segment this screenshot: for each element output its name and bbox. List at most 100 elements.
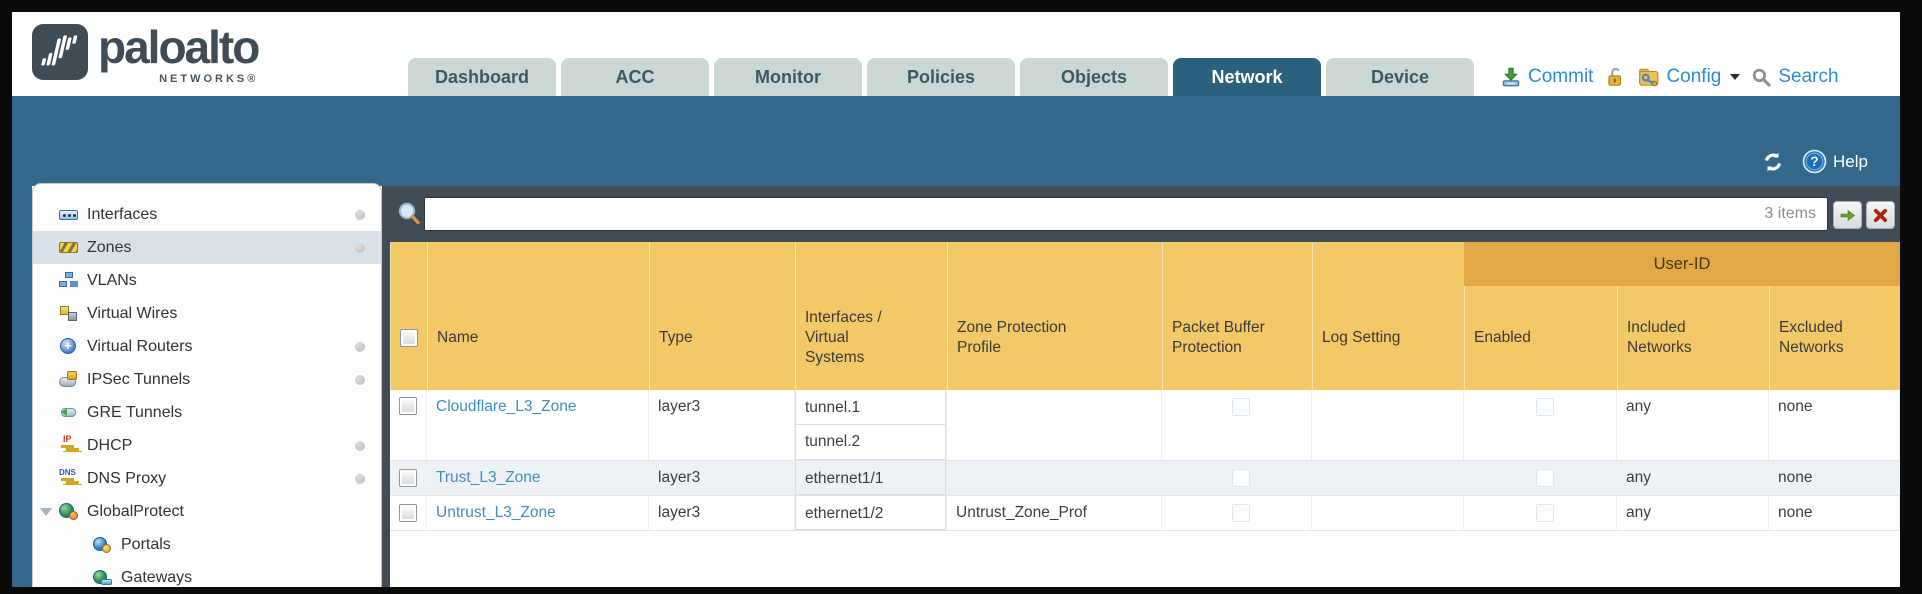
interface-entry: ethernet1/2 (795, 496, 946, 530)
packet-buffer-protection-cell (1162, 390, 1312, 460)
zone-protection-profile-cell (947, 461, 1162, 495)
column-header-name: Name (427, 242, 649, 390)
user-id-enabled-cell (1464, 390, 1617, 460)
zone-type: layer3 (658, 469, 701, 486)
included-networks-cell: any (1617, 496, 1769, 530)
zone-protection-profile-cell (947, 390, 1162, 460)
column-header-log-setting: Log Setting (1312, 242, 1464, 390)
brand-logo: paloalto NETWORKS® (32, 24, 260, 85)
search-label: Search (1778, 66, 1839, 87)
sidebar-item-label: Virtual Routers (87, 337, 193, 355)
sidebar-item-label: VLANs (87, 271, 137, 289)
zone-type: layer3 (658, 504, 701, 521)
clear-filter-button[interactable] (1866, 201, 1895, 229)
user-id-group-header: User-ID (1464, 242, 1900, 286)
sidebar-item-zones[interactable]: Zones (33, 231, 381, 264)
zone-name-link[interactable]: Cloudflare_L3_Zone (436, 398, 577, 415)
zone-name-link[interactable]: Untrust_L3_Zone (436, 504, 556, 521)
user-id-enabled-checkbox[interactable] (1535, 398, 1554, 416)
sidebar-item-portals[interactable]: Portals (33, 528, 381, 561)
zone-type-cell: layer3 (649, 390, 795, 460)
packet-buffer-checkbox[interactable] (1232, 398, 1250, 416)
filter-input[interactable] (424, 197, 1828, 231)
sidebar-item-globalprotect[interactable]: GlobalProtect (33, 495, 381, 528)
column-header-label: Interfaces / Virtual Systems (805, 308, 882, 367)
apply-filter-button[interactable] (1833, 201, 1862, 229)
zone-name-link[interactable]: Trust_L3_Zone (436, 469, 541, 486)
sidebar-item-label: Portals (121, 535, 171, 553)
interfaces-icon (59, 206, 79, 223)
sidebar-item-interfaces[interactable]: Interfaces (33, 198, 381, 231)
lock-icon[interactable] (1604, 66, 1626, 88)
row-select-cell (390, 390, 427, 460)
select-all-checkbox[interactable] (400, 329, 418, 347)
sidebar-item-gre-tunnels[interactable]: GRE Tunnels (33, 396, 381, 429)
tab-dashboard[interactable]: Dashboard (408, 58, 556, 96)
column-header-label: Packet Buffer Protection (1172, 318, 1265, 356)
sidebar-item-gateways[interactable]: Gateways (33, 561, 381, 587)
zone-type: layer3 (658, 398, 701, 415)
included-networks-cell: any (1617, 461, 1769, 495)
sidebar-item-dhcp[interactable]: DHCP (33, 429, 381, 462)
row-checkbox[interactable] (399, 504, 417, 522)
tab-monitor[interactable]: Monitor (714, 58, 862, 96)
zone-protection-profile-cell: Untrust_Zone_Prof (947, 496, 1162, 530)
tab-objects[interactable]: Objects (1020, 58, 1168, 96)
sidebar-item-dns-proxy[interactable]: DNS Proxy (33, 462, 381, 495)
tab-network[interactable]: Network (1173, 58, 1321, 96)
green-arrow-icon (1840, 209, 1855, 221)
included-networks-cell: any (1617, 390, 1769, 460)
excluded-networks: none (1778, 398, 1813, 415)
sidebar-item-label: Interfaces (87, 205, 158, 223)
packet-buffer-checkbox[interactable] (1232, 469, 1250, 487)
column-header-enabled: Enabled (1464, 242, 1617, 390)
zone-type-cell: layer3 (649, 496, 795, 530)
row-checkbox[interactable] (399, 397, 417, 415)
paloalto-logo-icon (32, 24, 88, 80)
log-setting-cell (1312, 461, 1464, 495)
gateways-icon (93, 569, 113, 586)
sidebar-item-virtual-routers[interactable]: Virtual Routers (33, 330, 381, 363)
zone-name-cell: Trust_L3_Zone (427, 461, 649, 495)
packet-buffer-checkbox[interactable] (1232, 504, 1250, 522)
tab-device[interactable]: Device (1326, 58, 1474, 96)
sidebar-item-vlans[interactable]: VLANs (33, 264, 381, 297)
sidebar-item-label: IPSec Tunnels (87, 370, 191, 388)
column-header-label: Type (659, 328, 693, 346)
user-id-enabled-checkbox[interactable] (1535, 504, 1554, 522)
row-select-cell (390, 461, 427, 495)
refresh-icon[interactable] (1760, 150, 1786, 174)
included-networks: any (1626, 469, 1651, 486)
dhcp-icon (59, 435, 79, 454)
status-dot (355, 242, 365, 253)
row-checkbox[interactable] (399, 469, 417, 487)
search-icon (1753, 68, 1772, 87)
global-search-button[interactable]: Search (1751, 66, 1839, 88)
help-label: Help (1833, 151, 1868, 171)
chevron-expanded-icon[interactable] (40, 508, 52, 516)
sidebar-item-ipsec-tunnels[interactable]: IPSec Tunnels (33, 363, 381, 396)
config-icon (1639, 68, 1659, 87)
virtual-wires-icon (59, 305, 79, 322)
commit-label: Commit (1528, 66, 1594, 87)
tab-policies[interactable]: Policies (867, 58, 1015, 96)
column-header-label: Excluded Networks (1779, 318, 1844, 356)
config-button[interactable]: Config (1637, 66, 1741, 88)
sidebar-item-virtual-wires[interactable]: Virtual Wires (33, 297, 381, 330)
tab-acc[interactable]: ACC (561, 58, 709, 96)
filter-search-icon[interactable] (397, 201, 423, 228)
help-button[interactable]: ? Help (1802, 149, 1868, 174)
commit-button[interactable]: Commit (1500, 66, 1593, 88)
sidebar-divider[interactable] (382, 186, 390, 587)
zone-name-cell: Cloudflare_L3_Zone (427, 390, 649, 460)
zones-icon (59, 239, 79, 256)
user-id-enabled-checkbox[interactable] (1535, 469, 1554, 487)
band-tools: ? Help (1760, 149, 1868, 174)
close-icon (1873, 208, 1888, 222)
